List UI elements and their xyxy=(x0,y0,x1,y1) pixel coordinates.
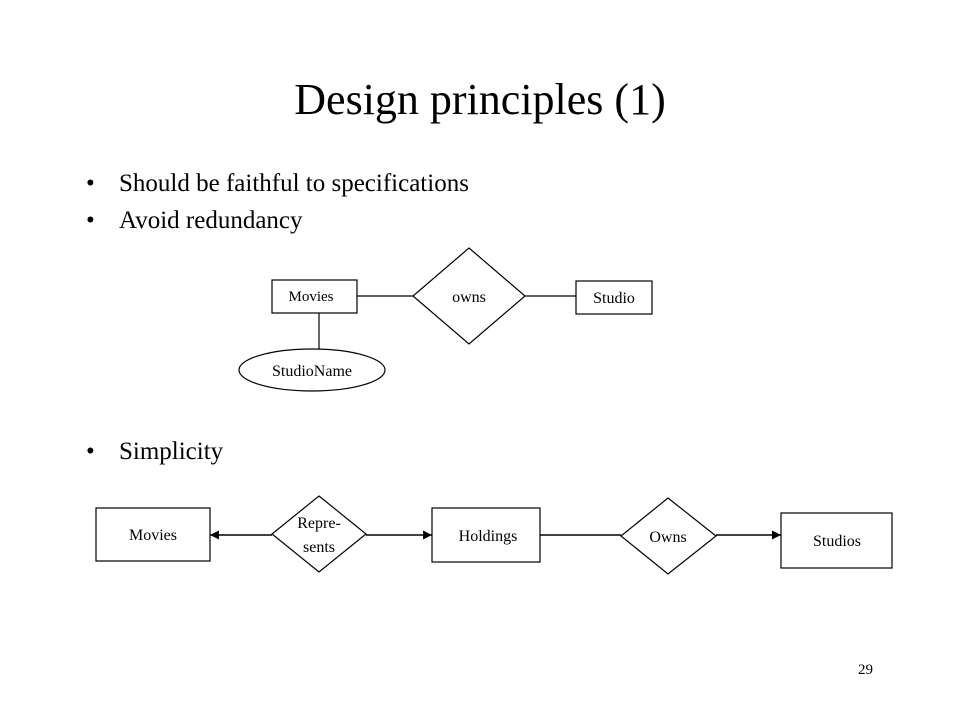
attribute-studioname-label: StudioName xyxy=(272,363,352,380)
relationship-owns-diamond xyxy=(412,247,526,345)
bullet-faithful: • Should be faithful to specifications xyxy=(86,168,469,200)
bullet-simplicity: • Simplicity xyxy=(86,436,223,468)
relationship-owns-diamond xyxy=(620,497,717,575)
relationship-owns-label: Owns xyxy=(649,529,686,546)
bullet-text: Avoid redundancy xyxy=(119,207,303,234)
entity-studio-box xyxy=(575,280,653,315)
redundancy-diagram: Movies owns Studio StudioName xyxy=(238,247,653,392)
bullet-symbol: • xyxy=(86,170,95,197)
bullet-redundancy: • Avoid redundancy xyxy=(86,205,303,237)
bullet-symbol: • xyxy=(86,207,95,234)
relationship-represents-diamond xyxy=(271,495,367,573)
relationship-represents-label-line2: sents xyxy=(303,539,335,556)
attribute-studioname-ellipse xyxy=(238,348,386,392)
relationship-represents-label-line1: Repre- xyxy=(297,515,341,532)
entity-movies-box xyxy=(95,507,211,562)
relationship-owns-label: owns xyxy=(452,289,486,306)
entity-holdings-box xyxy=(431,507,541,563)
entity-studios-box xyxy=(780,512,893,569)
entity-movies-label: Movies xyxy=(129,527,177,544)
bullet-text: Simplicity xyxy=(119,438,224,465)
entity-movies-label: Movies xyxy=(289,289,334,305)
slide-title: Design principles (1) xyxy=(294,75,666,124)
bullet-symbol: • xyxy=(86,438,95,465)
page-number: 29 xyxy=(858,662,873,678)
bullet-text: Should be faithful to specifications xyxy=(119,170,469,197)
entity-movies-box xyxy=(271,279,358,314)
simplicity-diagram: Movies Repre- sents Holdings Owns Studio… xyxy=(95,495,893,575)
entity-holdings-label: Holdings xyxy=(459,528,518,545)
entity-studios-label: Studios xyxy=(813,533,861,550)
entity-studio-label: Studio xyxy=(593,290,635,307)
